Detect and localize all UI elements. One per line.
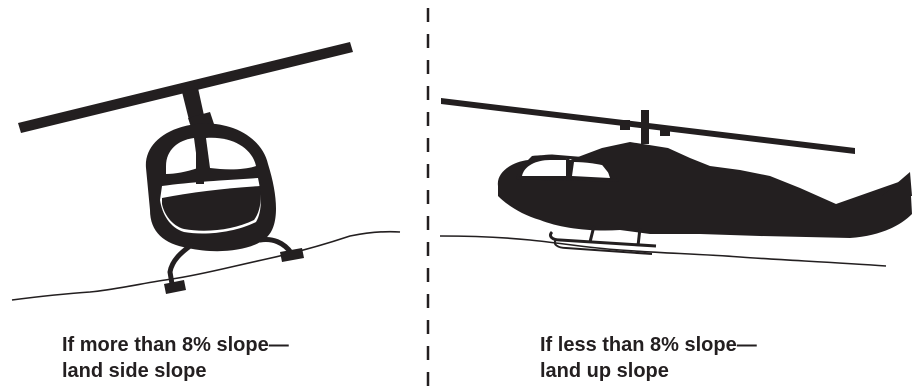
right-panel xyxy=(440,98,912,266)
caption-right-line1: If less than 8% slope— xyxy=(540,332,757,358)
right-ground-line xyxy=(440,236,886,266)
caption-right-line2: land up slope xyxy=(540,358,757,384)
left-panel xyxy=(12,42,400,300)
helicopter-side-view-icon xyxy=(441,98,912,254)
caption-up-slope: If less than 8% slope— land up slope xyxy=(540,332,757,384)
caption-left-line1: If more than 8% slope— xyxy=(62,332,289,358)
caption-side-slope: If more than 8% slope— land side slope xyxy=(62,332,289,384)
helicopter-front-view-icon xyxy=(18,42,353,294)
caption-left-line2: land side slope xyxy=(62,358,289,384)
